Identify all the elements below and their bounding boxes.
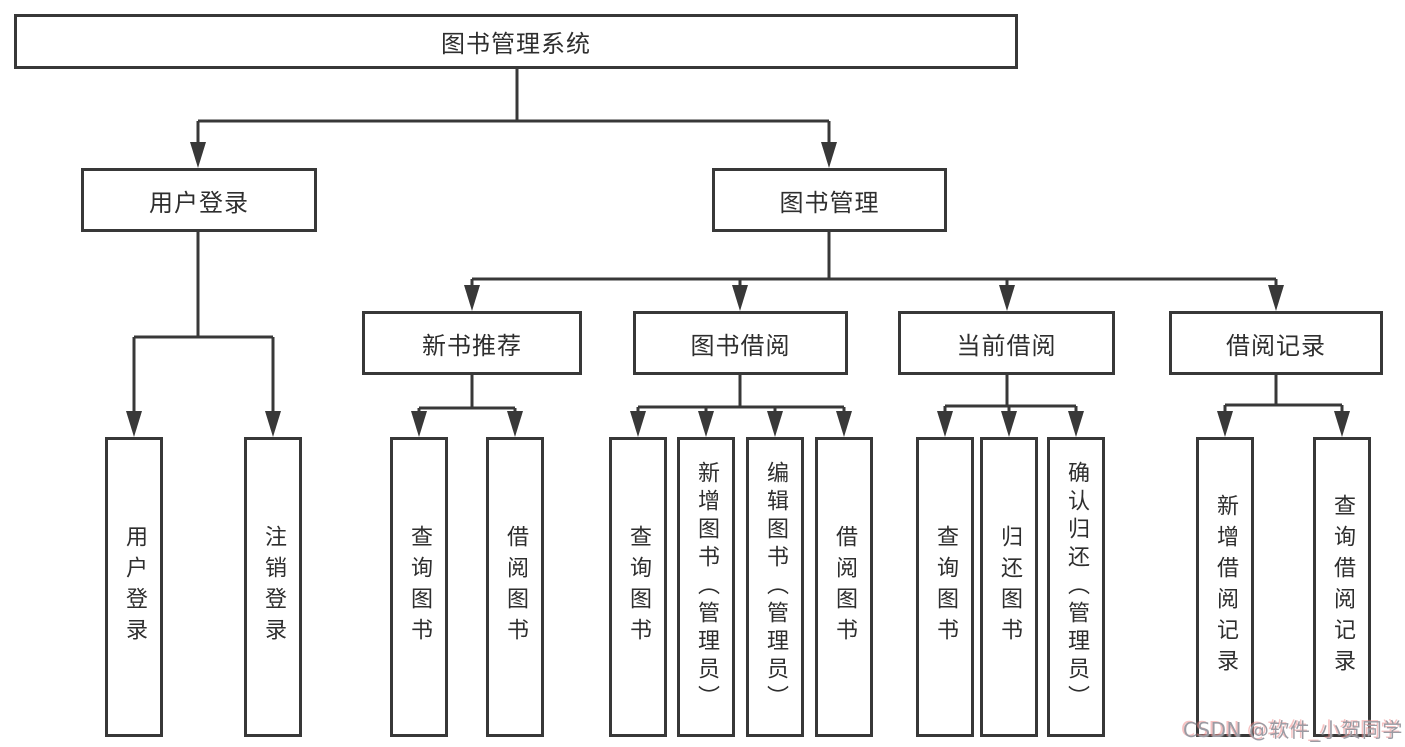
leaf-return-books-label: 归还图书 <box>997 525 1022 649</box>
leaf-return-books: 归还图书 <box>980 437 1038 737</box>
leaf-query-borrow-record: 查询借阅记录 <box>1313 437 1371 737</box>
leaf-current-query-books: 查询图书 <box>916 437 974 737</box>
node-current-borrowing-label: 当前借阅 <box>956 331 1057 360</box>
leaf-user-login-label: 用户登录 <box>122 525 147 649</box>
leaf-add-books-admin: 新增图书（管理员） <box>677 437 735 737</box>
node-borrowing-records: 借阅记录 <box>1169 311 1383 375</box>
leaf-confirm-return-admin: 确认归还（管理员） <box>1047 437 1105 737</box>
node-book-borrowing-label: 图书借阅 <box>690 331 791 360</box>
node-current-borrowing: 当前借阅 <box>898 311 1115 375</box>
leaf-edit-books-admin-label: 编辑图书（管理员） <box>763 461 788 713</box>
leaf-current-query-books-label: 查询图书 <box>933 525 958 649</box>
leaf-recommend-query-books-label: 查询图书 <box>407 525 432 649</box>
leaf-borrowing-borrow-books-label: 借阅图书 <box>832 525 857 649</box>
node-book-management-label: 图书管理 <box>779 188 880 217</box>
node-borrowing-records-label: 借阅记录 <box>1226 331 1326 360</box>
watermark: CSDN @软件_小贺同学 <box>1183 718 1403 742</box>
node-root: 图书管理系统 <box>14 14 1018 69</box>
leaf-query-borrow-record-label: 查询借阅记录 <box>1330 494 1355 680</box>
leaf-add-borrow-record: 新增借阅记录 <box>1196 437 1254 737</box>
leaf-recommend-query-books: 查询图书 <box>390 437 448 737</box>
leaf-borrowing-query-books: 查询图书 <box>609 437 667 737</box>
node-new-book-recommend: 新书推荐 <box>362 311 582 375</box>
node-user-login-label: 用户登录 <box>149 188 249 217</box>
leaf-borrowing-borrow-books: 借阅图书 <box>815 437 873 737</box>
leaf-logout-label: 注销登录 <box>261 525 286 649</box>
node-user-login: 用户登录 <box>81 168 317 232</box>
leaf-borrowing-query-books-label: 查询图书 <box>626 525 651 649</box>
node-root-label: 图书管理系统 <box>441 30 591 58</box>
leaf-add-books-admin-label: 新增图书（管理员） <box>694 461 719 713</box>
leaf-confirm-return-admin-label: 确认归还（管理员） <box>1064 461 1089 713</box>
leaf-edit-books-admin: 编辑图书（管理员） <box>746 437 804 737</box>
leaf-add-borrow-record-label: 新增借阅记录 <box>1213 494 1238 680</box>
leaf-user-login: 用户登录 <box>105 437 163 737</box>
leaf-recommend-borrow-books-label: 借阅图书 <box>503 525 528 649</box>
leaf-logout: 注销登录 <box>244 437 302 737</box>
leaf-recommend-borrow-books: 借阅图书 <box>486 437 544 737</box>
node-new-book-recommend-label: 新书推荐 <box>422 331 522 360</box>
node-book-borrowing: 图书借阅 <box>633 311 848 375</box>
node-book-management: 图书管理 <box>712 168 947 232</box>
